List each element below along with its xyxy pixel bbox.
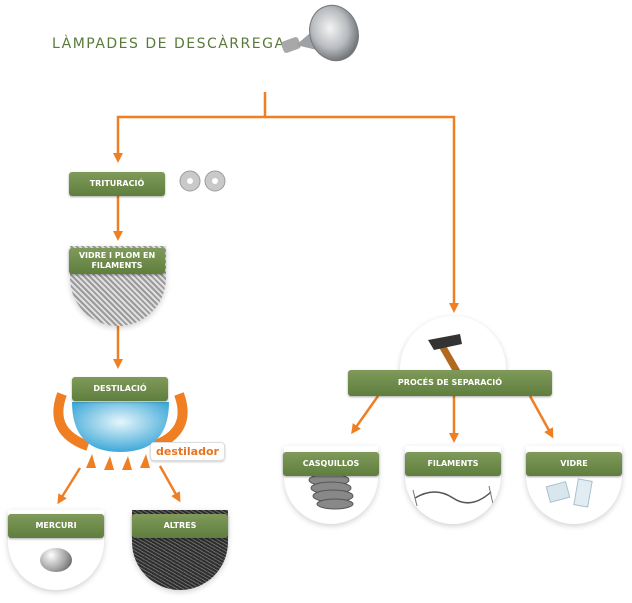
arrow-to-altres xyxy=(158,465,181,503)
node-vidre: VIDRE xyxy=(526,452,622,476)
mercury-drop-icon xyxy=(40,548,72,572)
node-casquillos: CASQUILLOS xyxy=(283,452,379,476)
arrow-to-casquillos xyxy=(351,395,380,435)
destilador-label: destilador xyxy=(150,442,225,461)
gears-icon xyxy=(179,170,226,192)
arrow-to-proces xyxy=(265,115,459,313)
node-proces: PROCÉS DE SEPARACIÓ xyxy=(348,370,552,396)
lamp-icon xyxy=(281,4,359,62)
glass-shards-icon xyxy=(545,478,593,508)
node-vidre-plom: VIDRE I PLOM EN FILAMENTS xyxy=(69,248,165,274)
node-trituracio: TRITURACIÓ xyxy=(69,172,165,196)
arrow-to-mercuri xyxy=(57,467,82,505)
node-altres: ALTRES xyxy=(132,514,228,538)
arrow-to-trituracio xyxy=(113,92,267,163)
filament-wire-icon xyxy=(412,485,494,507)
node-destilacio: DESTILACIÓ xyxy=(72,377,168,401)
diagram-title: LÀMPADES DE DESCÀRREGA xyxy=(52,36,286,52)
arrow-to-vidre xyxy=(528,395,554,439)
node-filaments: FILAMENTS xyxy=(405,452,501,476)
node-mercuri: MERCURI xyxy=(8,514,104,538)
